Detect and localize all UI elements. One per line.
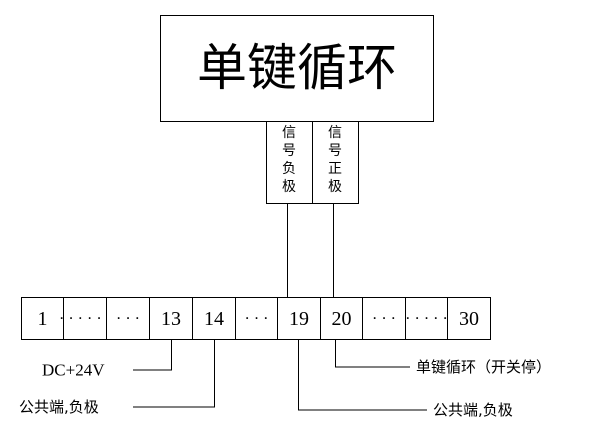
label-common-19: 公共端,负极	[433, 401, 513, 419]
wire-common-19	[298, 340, 427, 411]
label-common-14: 公共端,负极	[19, 398, 99, 416]
svg-text:信号负极: 信号负极	[282, 125, 296, 195]
terminal-label: 13	[161, 308, 181, 330]
terminal-label: · · · · ·	[405, 311, 448, 328]
terminal-label: 20	[332, 308, 352, 330]
terminal-cell	[63, 297, 107, 340]
terminal-label: · · ·	[116, 311, 140, 328]
terminal-label: 19	[289, 308, 309, 330]
wire-dc24v	[133, 340, 172, 371]
terminal-cell	[106, 297, 150, 340]
wire-single-key-loop	[335, 340, 410, 368]
terminal-cell	[405, 297, 448, 340]
terminal-cell	[21, 297, 64, 340]
terminal-cell	[320, 297, 363, 340]
signal-negative-box	[266, 121, 313, 204]
signal-positive-box	[312, 121, 359, 204]
svg-text:信号正极: 信号正极	[328, 125, 342, 195]
wire-common-14	[133, 340, 215, 408]
terminal-label: 30	[459, 308, 479, 330]
terminal-cell	[235, 297, 278, 340]
terminal-label: · · · · · ·	[59, 311, 111, 328]
label-dc24v: DC+24V	[42, 361, 105, 380]
terminal-strip: 1 · · · · · · · · · 13 14 · · · 19 20 · · · · · ·…	[21, 297, 491, 340]
terminal-cell	[447, 297, 491, 340]
controller-box	[160, 15, 434, 122]
terminal-label: · · ·	[372, 311, 396, 328]
terminal-label: · · ·	[245, 311, 269, 328]
controller-title: 单键循环	[197, 39, 397, 97]
terminal-cell	[277, 297, 321, 340]
terminal-cell	[192, 297, 236, 340]
terminal-cell	[362, 297, 406, 340]
signal-positive-label: 信号正极	[328, 125, 342, 195]
label-single-key-loop: 单键循环（开关停）	[416, 358, 551, 376]
terminal-label: 14	[204, 308, 224, 330]
terminal-label: 1	[38, 308, 48, 330]
signal-negative-label: 信号负极	[282, 125, 296, 195]
